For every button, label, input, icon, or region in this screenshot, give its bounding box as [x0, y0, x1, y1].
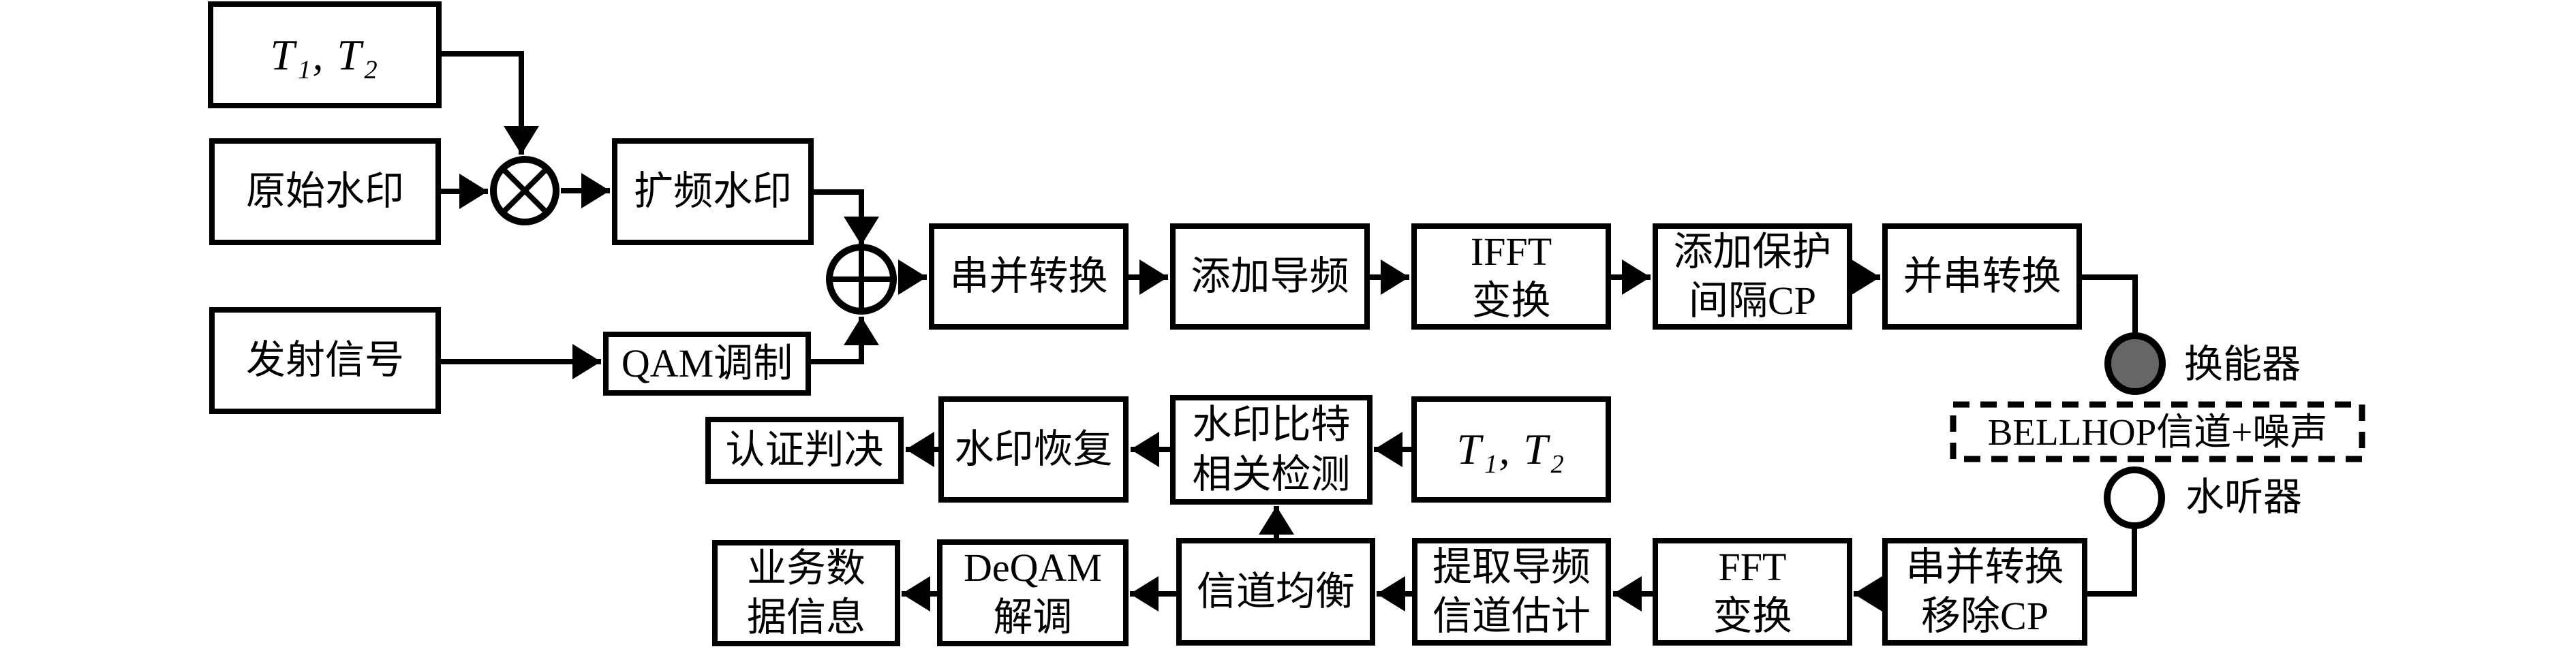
box-t1t2-left-label: T₁, T₂	[270, 30, 380, 79]
box-watermark-bit-detect-label: 水印比特 相关检测	[1192, 402, 1351, 496]
wire-parallelserial-to-transducer	[2082, 274, 2138, 335]
multiply-circle-icon	[490, 156, 559, 225]
box-spread-watermark: 扩频水印	[612, 138, 814, 245]
box-auth-decision: 认证判决	[705, 417, 904, 484]
box-add-guard-cp-label: 添加保护 间隔CP	[1673, 229, 1832, 323]
box-channel-equalization: 信道均衡	[1176, 538, 1375, 646]
box-fft: FFT 变换	[1653, 538, 1852, 646]
wire-spreadwm-to-adder	[814, 189, 879, 245]
box-t1t2-right: T₁, T₂	[1411, 396, 1611, 503]
box-qam-modulation-label: QAM调制	[621, 341, 793, 385]
box-sp-remove-cp: 串并转换 移除CP	[1882, 538, 2087, 646]
wire-t1t2-to-multiplier	[442, 51, 539, 155]
box-add-pilot-label: 添加导频	[1191, 253, 1349, 298]
box-pilot-extract-estimate: 提取导频 信道估计	[1412, 538, 1611, 646]
box-fft-label: FFT 变换	[1713, 544, 1792, 639]
box-t1t2-right-label: T₁, T₂	[1456, 425, 1566, 473]
box-parallel-serial: 并串转换	[1882, 223, 2082, 330]
hydrophone-icon	[2104, 466, 2165, 529]
box-transmit-signal-label: 发射信号	[245, 338, 404, 383]
box-service-data-label: 业务数 据信息	[746, 545, 865, 640]
box-auth-decision-label: 认证判决	[725, 428, 884, 473]
box-watermark-recovery-label: 水印恢复	[954, 426, 1113, 471]
box-serial-parallel: 串并转换	[929, 223, 1129, 330]
transducer-label: 换能器	[2184, 343, 2301, 386]
box-pilot-extract-estimate-label: 提取导频 信道估计	[1432, 544, 1591, 639]
channel-box-label-wrap: BELLHOP信道+噪声	[1953, 405, 2362, 459]
box-transmit-signal: 发射信号	[209, 307, 441, 414]
plus-circle-icon	[826, 244, 897, 315]
channel-box-label: BELLHOP信道+噪声	[1987, 411, 2328, 453]
box-parallel-serial-label: 并串转换	[1903, 253, 2061, 298]
wire-hydrophone-to-spremovecp	[2085, 528, 2137, 597]
box-watermark-bit-detect: 水印比特 相关检测	[1170, 395, 1373, 505]
box-spread-watermark-label: 扩频水印	[633, 169, 792, 214]
box-deqam: DeQAM 解调	[937, 539, 1129, 646]
box-watermark-recovery: 水印恢复	[938, 396, 1129, 503]
box-ifft: IFFT 变换	[1411, 223, 1611, 330]
box-channel-equalization-label: 信道均衡	[1196, 569, 1355, 614]
box-add-guard-cp: 添加保护 间隔CP	[1653, 223, 1852, 330]
hydrophone-label: 水听器	[2186, 476, 2302, 519]
box-serial-parallel-label: 串并转换	[949, 253, 1108, 298]
box-service-data: 业务数 据信息	[712, 540, 900, 646]
box-add-pilot: 添加导频	[1170, 223, 1370, 330]
box-qam-modulation: QAM调制	[603, 332, 811, 396]
box-original-watermark: 原始水印	[209, 138, 441, 245]
transducer-icon	[2104, 332, 2166, 395]
channel-dashed-box	[1950, 401, 2365, 462]
wire-qam-to-adder	[811, 317, 879, 364]
box-original-watermark-label: 原始水印	[245, 169, 404, 214]
box-ifft-label: IFFT 变换	[1470, 229, 1552, 323]
box-t1t2-left: T₁, T₂	[208, 1, 442, 108]
box-deqam-label: DeQAM 解调	[964, 545, 1102, 639]
box-sp-remove-cp-label: 串并转换 移除CP	[1905, 544, 2064, 639]
